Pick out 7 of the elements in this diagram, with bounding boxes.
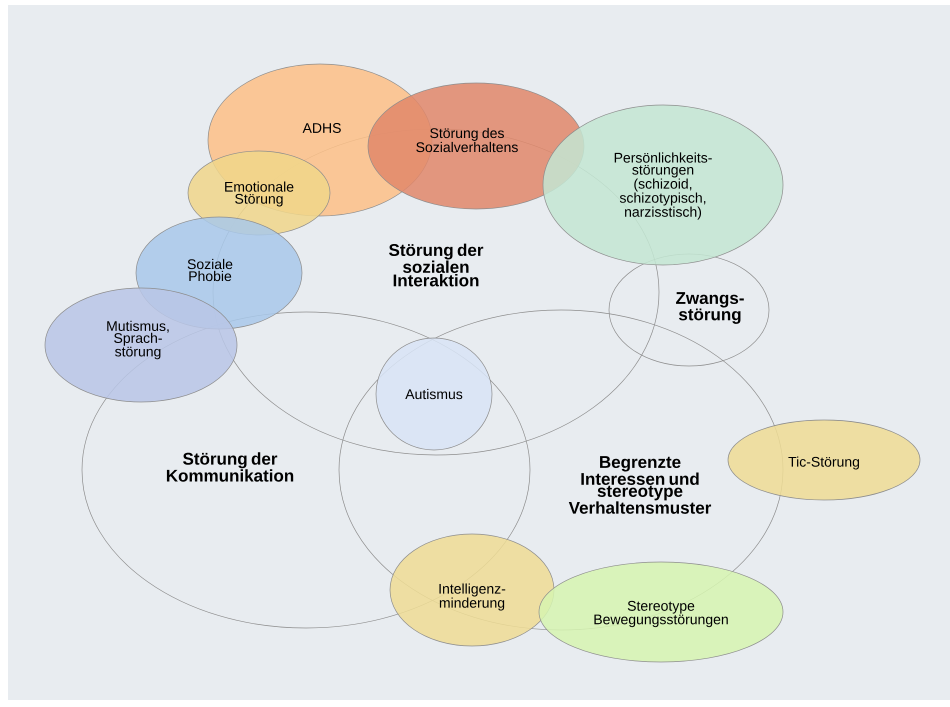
ellipse-label: Mutismus, Sprach- störung (44, 288, 238, 402)
ellipse-label: Störung des Sozialverhaltens (368, 82, 584, 210)
ellipse-label: Stereotype Bewegungsstörungen (538, 562, 784, 662)
ellipse-label: Intelligenz- minderung (390, 534, 554, 646)
ellipse-label: Tic-Störung (728, 420, 920, 500)
ellipse-label: Autismus (376, 338, 492, 450)
ellipse-label: Persönlichkeits- störungen (schizoid, schizotypisch, narzisstisch) (542, 104, 784, 266)
